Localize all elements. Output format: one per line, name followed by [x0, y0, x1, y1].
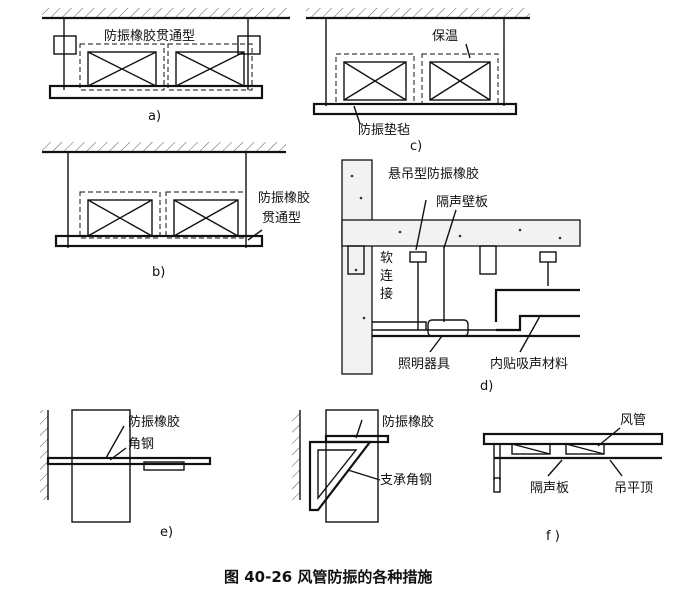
label-e-sub: e) [160, 525, 173, 540]
label-f-ceiling: 吊平顶 [614, 481, 653, 496]
label-d-lining: 内贴吸声材料 [490, 356, 568, 372]
panel-e-left: 防振橡胶 角钢 [40, 409, 212, 523]
label-c-insulation: 保温 [432, 29, 458, 44]
label-d-soft-2: 连 [380, 268, 393, 284]
label-a-sub: a) [148, 109, 161, 124]
label-f-sub: f ) [546, 529, 560, 544]
label-a-rubber: 防振橡胶贯通型 [104, 28, 195, 44]
panel-d: 悬吊型防振橡胶 隔声壁板 软 连 接 照明器具 内贴吸声材料 d) [341, 159, 581, 394]
label-e1-rubber: 防振橡胶 [128, 414, 180, 430]
label-c-pad: 防振垫毡 [358, 122, 410, 138]
label-d-hanger: 悬吊型防振橡胶 [388, 166, 479, 182]
panel-b: 防振橡胶 贯通型 b) [42, 142, 310, 280]
label-d-lighting: 照明器具 [398, 357, 450, 372]
panel-e-right: 防振橡胶 支承角钢 [292, 409, 434, 523]
figure-caption: 图 40-26 风管防振的各种措施 [224, 568, 432, 586]
label-e2-support: 支承角钢 [380, 473, 432, 488]
label-b-rubber-2: 贯通型 [262, 211, 301, 226]
label-b-rubber-1: 防振橡胶 [258, 190, 310, 206]
label-d-partition: 隔声壁板 [436, 195, 488, 210]
label-d-soft-3: 接 [380, 286, 393, 302]
label-f-board: 隔声板 [530, 481, 569, 496]
label-e2-rubber: 防振橡胶 [382, 414, 434, 430]
label-d-sub: d) [480, 379, 493, 394]
panel-f: 风管 隔声板 吊平顶 f ) [482, 413, 664, 544]
label-e1-angle: 角钢 [128, 437, 154, 452]
label-d-soft-1: 软 [380, 251, 393, 266]
label-b-sub: b) [152, 265, 165, 280]
panel-c: 保温 防振垫毡 c) [306, 8, 530, 154]
label-f-duct: 风管 [620, 413, 646, 428]
label-c-sub: c) [410, 139, 422, 154]
panel-a: 防振橡胶贯通型 a) [42, 8, 290, 124]
